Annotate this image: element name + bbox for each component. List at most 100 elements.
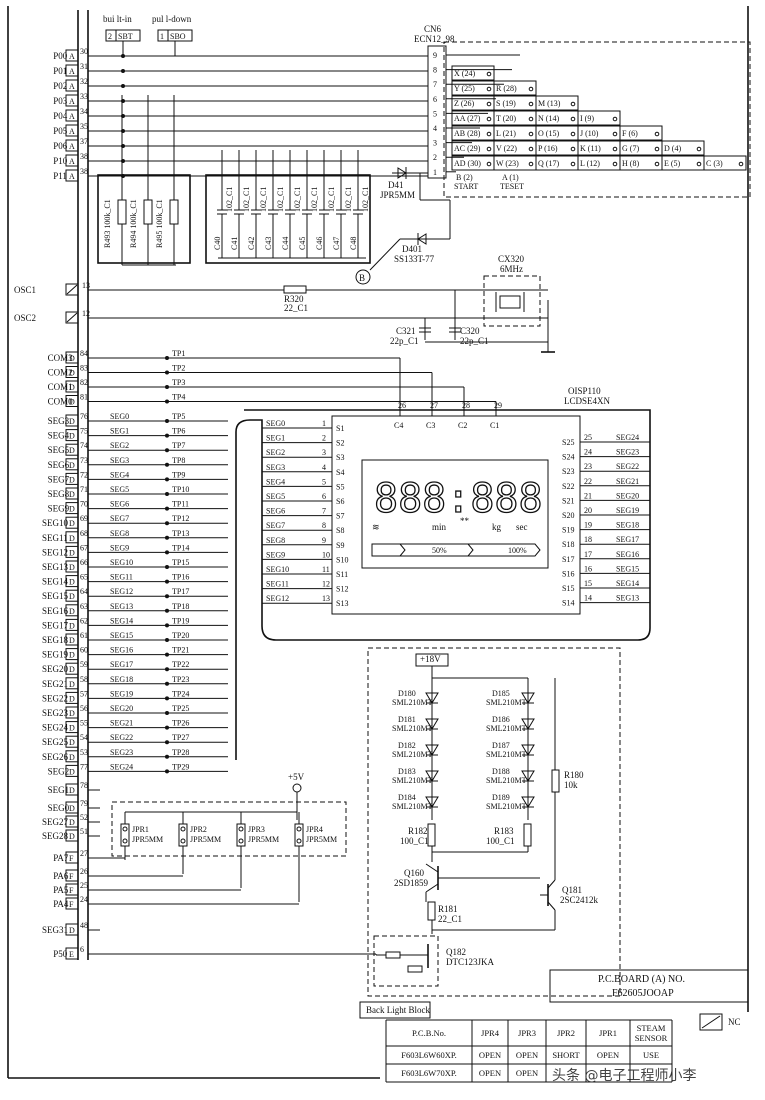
seg-row-20-type: D (69, 709, 75, 718)
lower-seg31-pin: 48 (80, 921, 88, 930)
lcd-left-pin-9: 10 (322, 550, 330, 559)
key-s: S (19) (496, 99, 516, 108)
led-part-d184: SML210MT (392, 802, 433, 811)
lcd-right-s-11: S14 (562, 599, 574, 608)
seg-row-seg-18: SEG18 (110, 675, 133, 684)
seg-row-23-pin: 53 (80, 748, 88, 757)
lcd-left-seg-11: SEG11 (266, 580, 289, 589)
led-d187: D187 (492, 741, 510, 750)
seg-row-tp-3: TP8 (172, 456, 185, 465)
r180-value: 10k (564, 780, 578, 790)
table-header-2: JPR3 (518, 1028, 536, 1038)
sbt-label: SBT (118, 32, 133, 41)
seg-row-tp-7: TP12 (172, 514, 189, 523)
lcd-right-s-8: S17 (562, 555, 574, 564)
seg-row-7-name: SEG10 (42, 518, 69, 528)
seg-row-tp-18: TP23 (172, 675, 189, 684)
seg-row-12-name: SEG15 (42, 591, 69, 601)
cn6-pin-9: 9 (433, 51, 437, 60)
key-bottom-name-0: START (454, 182, 478, 191)
seg-row-tp-14: TP19 (172, 616, 189, 625)
key-e: E (5) (664, 159, 681, 168)
key-l: L (21) (496, 129, 516, 138)
port-p00-pin: 30 (80, 47, 88, 56)
lcd-left-seg-8: SEG8 (266, 536, 285, 545)
resistor-0: R493 100k_C1 (103, 199, 112, 248)
table-cell-0-3: SHORT (552, 1050, 580, 1060)
lcd-name: OISP110 (568, 386, 601, 396)
seg-row-tp-21: TP26 (172, 719, 189, 728)
q182-part: DTC123JKA (446, 957, 495, 967)
lcd-cpin-27: 27 (430, 401, 438, 410)
seg-row-7-type: D (69, 519, 75, 528)
lcd-digits: 888:888 (374, 476, 543, 522)
lower-p50-type: E (69, 950, 74, 959)
jumper-jpr3: JPR3 (248, 825, 265, 834)
com-tp-3: TP4 (172, 393, 185, 402)
lcd-left-seg-12: SEG12 (266, 594, 289, 603)
cx320-value: 6MHz (500, 264, 523, 274)
cn6-name: CN6 (424, 24, 442, 34)
seg-row-16-type: D (69, 651, 75, 660)
led-d186: D186 (492, 715, 510, 724)
lcd-left-s-0: S1 (336, 424, 344, 433)
port-p11-pin: 38 (80, 167, 88, 176)
diodes: D41 JPR5MM D401 SS133T-77 B (355, 167, 451, 285)
seg-row-5-pin: 71 (80, 485, 88, 494)
port-p11-type: A (69, 172, 75, 181)
q181-name: Q181 (562, 885, 582, 895)
c321-value: 22p_C1 (390, 336, 419, 346)
lcd-left-s-11: S12 (336, 585, 348, 594)
d41-name: D41 (388, 180, 404, 190)
cap-value-5: 102_C1 (310, 187, 319, 212)
seg-row-1-type: D (69, 432, 75, 441)
seg-row-seg-6: SEG6 (110, 500, 129, 509)
lower-seg1-type: D (69, 786, 75, 795)
board-line2: F62605JOOAP (612, 988, 674, 999)
lower-seg27-pin: 52 (80, 813, 88, 822)
port-p01-type: A (69, 67, 75, 76)
board-info: P.C.BOARD (A) NO. F62605JOOAP NC P.C.B.N… (385, 969, 749, 1083)
seg-row-tp-10: TP15 (172, 558, 189, 567)
port-p05-type: A (69, 127, 75, 136)
lcd-clabel-c4: C4 (394, 421, 403, 430)
cn6-pin-6: 6 (433, 95, 437, 104)
seg-row-seg-24: SEG24 (110, 762, 133, 771)
key-d: D (4) (664, 144, 681, 153)
cap-value-7: 102_C1 (344, 187, 353, 212)
cap-c40: C40 (213, 237, 222, 250)
port-p04-type: A (69, 112, 75, 121)
lcd-right-seg-8: SEG16 (616, 550, 639, 559)
cap-value-1: 102_C1 (242, 187, 251, 212)
lcd-left-pin-0: 1 (322, 419, 326, 428)
lower-pa5-pin: 25 (80, 881, 88, 890)
lcd-right-s-0: S25 (562, 438, 574, 447)
lcd-left-pin-2: 3 (322, 448, 326, 457)
seg-row-21-type: D (69, 724, 75, 733)
lcd-right-pin-1: 24 (584, 448, 592, 457)
lcd-right-pin-9: 16 (584, 564, 592, 573)
key-q: Q (17) (538, 159, 559, 168)
cap-value-0: 102_C1 (225, 187, 234, 212)
seg-row-0-type: D (69, 417, 75, 426)
port-p11-name: P11 (53, 171, 67, 181)
seg-row-tp-13: TP18 (172, 602, 189, 611)
lcd-left-seg-5: SEG5 (266, 492, 285, 501)
port-p02-name: P02 (53, 81, 67, 91)
q181-part: 2SC2412k (560, 895, 599, 905)
lcd-right-seg-4: SEG20 (616, 491, 639, 500)
seg-row-tp-1: TP6 (172, 427, 185, 436)
cap-value-3: 102_C1 (276, 187, 285, 212)
r183-value: 100_C1 (486, 836, 515, 846)
table-cell-1-0: F603L6W70XP. (401, 1068, 457, 1078)
board-line1: P.C.BOARD (A) NO. (598, 974, 685, 985)
lcd-right-seg-11: SEG13 (616, 594, 639, 603)
lcd-left-s-6: S7 (336, 512, 344, 521)
seg-row-10-name: SEG13 (42, 562, 69, 572)
jumper-jpr2: JPR2 (190, 825, 207, 834)
